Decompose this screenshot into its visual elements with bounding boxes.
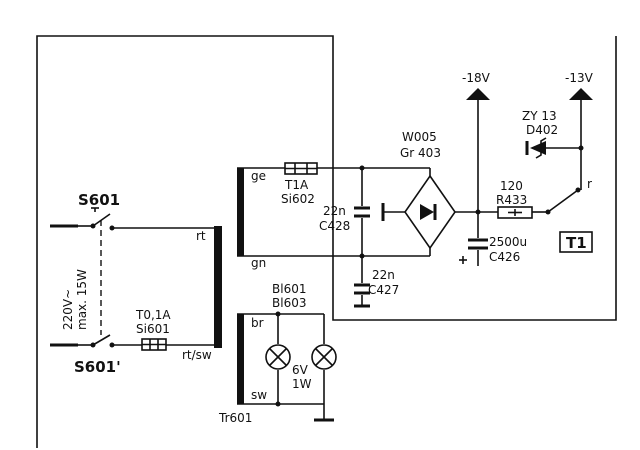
resistor-r433 bbox=[497, 187, 581, 219]
label-tap-sw: sw bbox=[251, 388, 267, 402]
rail-arrow-18v bbox=[466, 88, 490, 100]
label-c426-ref: C426 bbox=[489, 250, 520, 264]
label-w005: W005 bbox=[402, 130, 437, 144]
lamp-bl603-icon bbox=[311, 344, 337, 370]
label-contact-r: r bbox=[587, 177, 592, 191]
label-si602-rating: T1A bbox=[284, 178, 309, 192]
label-c427-ref: C427 bbox=[368, 283, 399, 297]
label-lamp-voltage: 6V bbox=[292, 363, 309, 377]
frame bbox=[36, 35, 617, 448]
label-tap-rt: rt bbox=[196, 229, 206, 243]
label-si601-rating: T0,1A bbox=[135, 308, 171, 322]
label-rail-13v: -13V bbox=[565, 71, 594, 85]
label-d402: D402 bbox=[526, 123, 558, 137]
label-c428-value: 22n bbox=[323, 204, 346, 218]
label-rail-18v: -18V bbox=[462, 71, 491, 85]
label-si601-ref: Si601 bbox=[136, 322, 170, 336]
label-t1: T1 bbox=[566, 234, 587, 252]
label-si602-ref: Si602 bbox=[281, 192, 315, 206]
label-c427-value: 22n bbox=[372, 268, 395, 282]
label-c428-ref: C428 bbox=[319, 219, 350, 233]
label-tap-rt-sw: rt/sw bbox=[182, 348, 212, 362]
label-r433-value: 120 bbox=[500, 179, 523, 193]
label-zy13: ZY 13 bbox=[522, 109, 557, 123]
label-s601: S601 bbox=[78, 191, 120, 209]
primary-wiring bbox=[50, 207, 214, 348]
board-t1-box bbox=[559, 231, 593, 253]
fuse-si602 bbox=[284, 162, 430, 175]
label-tap-ge: ge bbox=[251, 169, 266, 183]
label-bl603: Bl603 bbox=[272, 296, 306, 310]
fuse-si601 bbox=[141, 338, 167, 351]
label-tap-br: br bbox=[251, 316, 264, 330]
label-gr403: Gr 403 bbox=[400, 146, 441, 160]
capacitor-c427 bbox=[354, 256, 370, 308]
label-c426-value: 2500u bbox=[489, 235, 527, 249]
label-lamp-power: 1W bbox=[292, 377, 312, 391]
bridge-rectifier bbox=[381, 168, 498, 256]
label-s601-prime: S601' bbox=[74, 358, 121, 376]
label-bl601: Bl601 bbox=[272, 282, 306, 296]
lamp-bl601-icon bbox=[265, 344, 291, 370]
lamp-circuit bbox=[275, 311, 334, 422]
label-tap-gn: gn bbox=[251, 256, 266, 270]
rail-arrow-13v bbox=[569, 88, 593, 190]
zener-d402 bbox=[525, 137, 584, 159]
capacitor-c428 bbox=[354, 165, 370, 259]
capacitor-c426 bbox=[459, 100, 488, 266]
label-tr601: Tr601 bbox=[218, 411, 252, 425]
label-r433-ref: R433 bbox=[496, 193, 527, 207]
label-mains-power: max. 15W bbox=[75, 269, 89, 330]
label-mains-voltage: 220V~ bbox=[61, 289, 75, 330]
transformer-primary bbox=[214, 226, 222, 348]
